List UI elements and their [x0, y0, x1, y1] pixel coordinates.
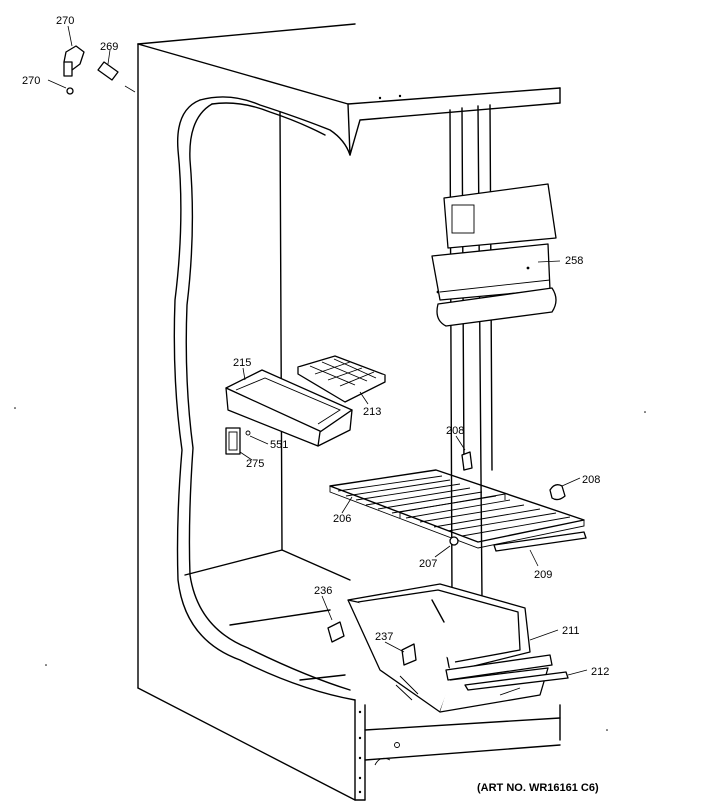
- leader-lines: [47, 25, 588, 676]
- callout-206: 206: [333, 513, 351, 525]
- callout-270-left: 270: [22, 75, 40, 87]
- callout-labels: 270 270 269 258 215 213 551 275 208 208 …: [22, 15, 609, 794]
- print-specks: [14, 407, 646, 731]
- callout-269: 269: [100, 41, 118, 53]
- callout-208-right: 208: [582, 474, 600, 486]
- wire-shelf: [329, 469, 585, 549]
- callout-213: 213: [363, 406, 381, 418]
- water-fitting: [63, 45, 136, 95]
- light-housing: [431, 183, 557, 327]
- callout-208-upper: 208: [446, 425, 464, 437]
- callout-215: 215: [233, 357, 251, 369]
- callout-551: 551: [270, 439, 288, 451]
- callout-237: 237: [375, 631, 393, 643]
- liner-gasket: [173, 96, 356, 701]
- callout-258: 258: [565, 255, 583, 267]
- callout-209: 209: [534, 569, 552, 581]
- callout-207: 207: [419, 558, 437, 570]
- callout-275: 275: [246, 458, 264, 470]
- ice-cube-tray: [297, 355, 386, 403]
- callout-236: 236: [314, 585, 332, 597]
- callout-212: 212: [591, 666, 609, 678]
- shelf-trim: [493, 531, 587, 552]
- art-number: (ART NO. WR16161 C6): [477, 782, 599, 794]
- cabinet-outline: [137, 23, 561, 801]
- support-bolt: [449, 536, 459, 546]
- pan-brackets: [327, 621, 417, 666]
- ice-bin: [225, 369, 353, 447]
- callout-270-top: 270: [56, 15, 74, 27]
- shelf-supports: [461, 451, 566, 501]
- storage-pan: [347, 583, 569, 713]
- callout-211: 211: [562, 625, 580, 637]
- bin-bracket: [225, 427, 251, 455]
